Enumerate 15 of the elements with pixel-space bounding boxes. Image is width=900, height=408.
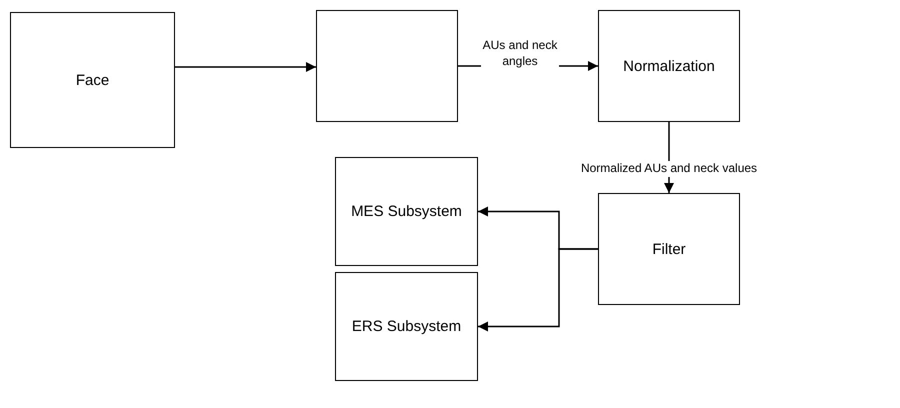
node-label: Normalization (623, 58, 715, 74)
process-box (598, 10, 740, 122)
process-box (10, 12, 175, 148)
node-label: Filter (652, 240, 686, 258)
empty-box (316, 10, 458, 122)
arrow (175, 62, 316, 72)
edge-label: Normalized AUs and neck values (580, 161, 758, 177)
process-box (598, 193, 740, 305)
process-box (335, 157, 478, 266)
node-label: ERS Subsystem (352, 318, 462, 335)
edge-label: AUs and neck angles (481, 38, 559, 70)
process-box (335, 272, 478, 381)
node-label: Face (76, 72, 110, 88)
arrow (478, 248, 598, 332)
node-label: MES Subsystem (351, 203, 462, 220)
